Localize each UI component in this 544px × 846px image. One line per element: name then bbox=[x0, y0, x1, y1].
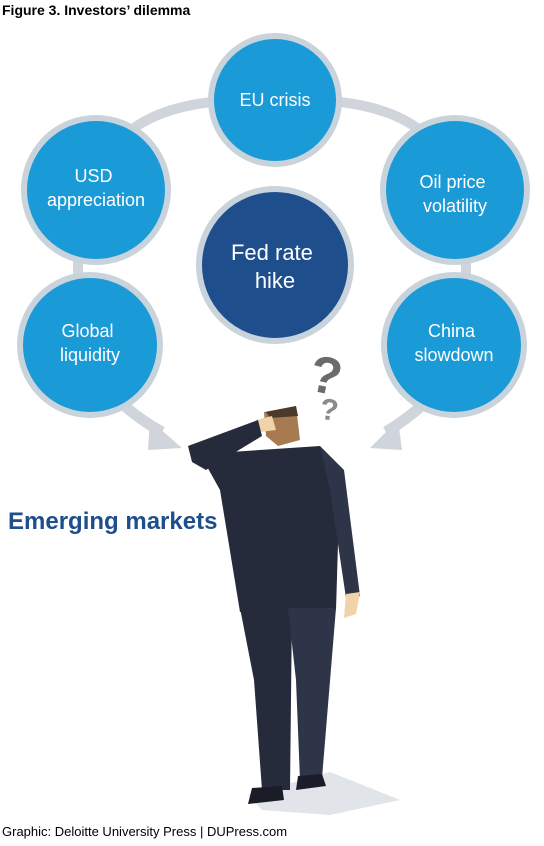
node-china-slowdown: China slowdown bbox=[381, 272, 527, 418]
china-slowdown-line-1: China bbox=[428, 321, 476, 341]
usd-appreciation-line-1: USD bbox=[74, 166, 112, 186]
arrow-left bbox=[116, 397, 182, 450]
svg-text:China slowdown: China slowdown bbox=[414, 321, 493, 365]
arrow-right bbox=[370, 397, 430, 450]
emerging-markets-label: Emerging markets bbox=[8, 508, 218, 535]
svg-text:USD appreciation: USD appreciation bbox=[47, 166, 145, 210]
svg-text:Global liquidity: Global liquidity bbox=[60, 321, 120, 365]
oil-price-line-1: Oil price bbox=[419, 172, 485, 192]
svg-text:Fed rate hike: Fed rate hike bbox=[231, 240, 319, 293]
thinking-person-figure bbox=[188, 406, 360, 804]
fed-rate-line-1: Fed rate bbox=[231, 240, 313, 265]
oil-price-line-2: volatility bbox=[423, 196, 487, 216]
graphic-credit: Graphic: Deloitte University Press | DUP… bbox=[2, 824, 288, 839]
figure-title: Figure 3. Investors’ dilemma bbox=[2, 2, 191, 18]
question-mark-small-icon: ? bbox=[318, 393, 341, 428]
node-fed-rate-hike: Fed rate hike bbox=[196, 186, 354, 344]
fed-rate-line-2: hike bbox=[255, 268, 295, 293]
usd-appreciation-line-2: appreciation bbox=[47, 190, 145, 210]
node-oil-price-volatility: Oil price volatility bbox=[380, 115, 530, 265]
ground-shadow bbox=[248, 772, 400, 815]
eu-crisis-line-1: EU crisis bbox=[240, 90, 311, 110]
global-liquidity-line-1: Global bbox=[61, 321, 113, 341]
node-global-liquidity: Global liquidity bbox=[17, 272, 163, 418]
svg-text:EU crisis: EU crisis bbox=[240, 90, 311, 110]
svg-text:Oil price volatility: Oil price volatility bbox=[419, 172, 490, 216]
node-usd-appreciation: USD appreciation bbox=[21, 115, 171, 265]
svg-text:?: ? bbox=[318, 393, 341, 428]
china-slowdown-line-2: slowdown bbox=[414, 345, 493, 365]
node-eu-crisis: EU crisis bbox=[208, 33, 342, 167]
global-liquidity-line-2: liquidity bbox=[60, 345, 120, 365]
